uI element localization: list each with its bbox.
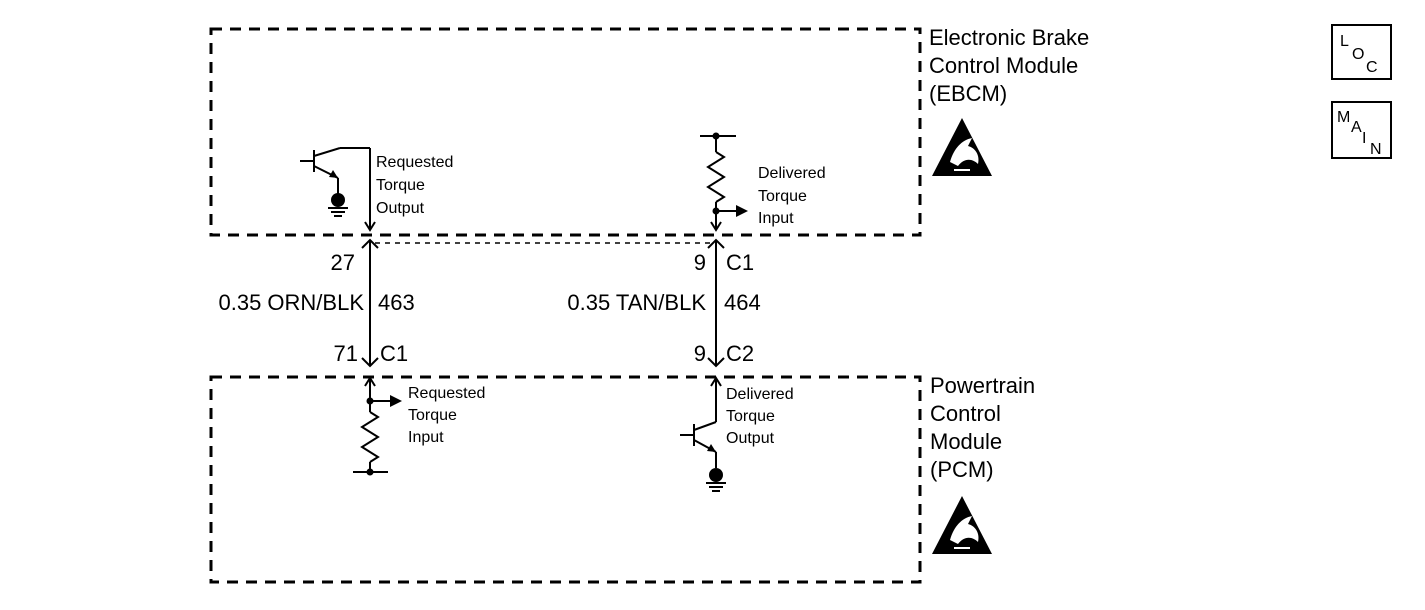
pcm-module-boundary [209,375,922,584]
ebcm-module: Electronic Brake Control Module (EBCM) [209,25,1089,237]
loc-button-letter-2: O [1352,46,1364,63]
resistor-icon [360,411,380,463]
wire-463-color: 0.35 ORN/BLK [218,290,364,315]
wire-463-circuit: 463 [378,290,415,315]
ebcm-requested-label-line-2: Torque [376,177,425,194]
wire-463: 27 0.35 ORN/BLK 463 71 C1 [218,238,415,368]
main-button-letter-1: M [1337,109,1350,126]
loc-button-letter-3: C [1366,59,1378,76]
wire-463-top-pin: 27 [331,250,355,275]
pcm-connector-terminal [707,357,725,368]
transistor-icon [300,147,341,179]
esd-warning-icon [932,118,992,176]
main-button[interactable]: M A I N [1331,101,1392,159]
main-button-letter-4: N [1370,141,1382,158]
wire-463-bottom-pin: 71 [334,341,358,366]
pcm-delivered-label-line-1: Delivered [726,386,794,403]
pcm-title-line-2: Control [930,401,1001,426]
ebcm-delivered-label-line-1: Delivered [758,165,826,182]
wire-464: 9 C1 0.35 TAN/BLK 464 9 C2 [567,238,761,368]
ebcm-requested-label-line-1: Requested [376,154,453,171]
pcm-delivered-label-line-3: Output [726,430,775,447]
ground-icon [328,193,348,217]
main-button-letter-2: A [1351,119,1362,136]
ebcm-title-line-1: Electronic Brake [929,25,1089,50]
pcm-requested-label-line-2: Torque [408,407,457,424]
ebcm-module-boundary [209,27,922,237]
pcm-connector-terminal [361,357,379,368]
ebcm-delivered-label-line-3: Input [758,210,794,227]
pcm-title-line-1: Powertrain [930,373,1035,398]
wire-464-circuit: 464 [724,290,761,315]
pcm-requested-label-line-3: Input [408,429,444,446]
pcm-requested-torque-input-circuit [353,376,402,476]
wire-464-top-connector: C1 [726,250,754,275]
pcm-module: Powertrain Control Module (PCM) Requeste… [209,373,1035,584]
pcm-title-line-4: (PCM) [930,457,994,482]
wire-464-bottom-pin: 9 [694,341,706,366]
pcm-title-line-3: Module [930,429,1002,454]
wire-464-top-pin: 9 [694,250,706,275]
resistor-icon [706,151,726,203]
ebcm-requested-label-line-3: Output [376,200,425,217]
wire-464-bottom-connector: C2 [726,341,754,366]
loc-button-letter-1: L [1340,33,1349,50]
ebcm-title-line-3: (EBCM) [929,81,1007,106]
ebcm-requested-torque-output-circuit [300,147,376,232]
esd-warning-icon [932,496,992,554]
pcm-requested-label-line-1: Requested [408,385,485,402]
wire-463-bottom-connector: C1 [380,341,408,366]
ebcm-delivered-torque-input-circuit [700,132,748,232]
ground-icon [706,468,726,492]
pcm-delivered-label-line-2: Torque [726,408,775,425]
pcm-delivered-torque-output-circuit [680,376,726,492]
ebcm-title-line-2: Control Module [929,53,1078,78]
wire-464-color: 0.35 TAN/BLK [567,290,706,315]
loc-button[interactable]: L O C [1331,24,1392,80]
transistor-icon [680,421,717,453]
main-button-letter-3: I [1362,130,1366,147]
ebcm-delivered-label-line-2: Torque [758,188,807,205]
